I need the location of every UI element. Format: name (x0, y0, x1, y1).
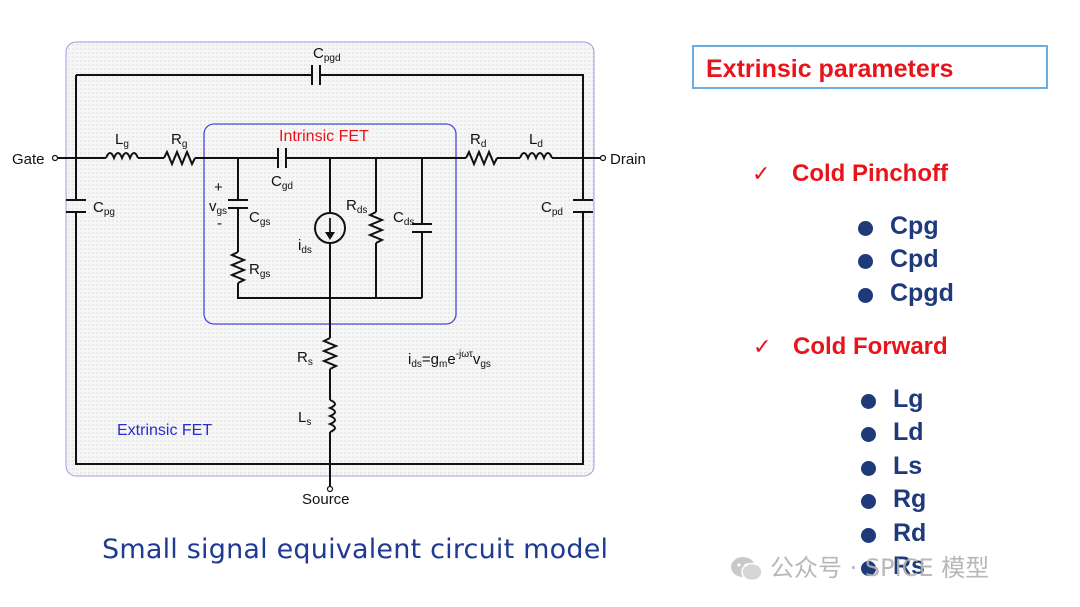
list-item: Ld (861, 418, 926, 451)
rs-label: Rs (297, 349, 313, 368)
rg-resistor (163, 149, 196, 167)
bullet-icon (861, 494, 876, 510)
cold-pinchoff-list: Cpg Cpd Cpgd (858, 212, 954, 312)
ls-inductor (327, 399, 336, 433)
source-terminal (326, 485, 334, 493)
checkmark-icon: ✓ (753, 335, 772, 360)
gate-label: Gate (12, 151, 45, 168)
bullet-icon (858, 221, 873, 236)
checkmark-icon: ✓ (752, 162, 771, 187)
ids-label: ids (298, 237, 312, 256)
outer-top-wire (75, 74, 584, 465)
rgs-label: Rgs (249, 261, 270, 280)
bullet-icon (861, 427, 876, 443)
list-item: Lg (861, 385, 926, 418)
extrinsic-fet-label: Extrinsic FET (117, 422, 212, 439)
list-item: Rs (861, 552, 926, 585)
bullet-icon (861, 460, 876, 476)
bullet-icon (861, 394, 876, 409)
list-item: Ls (861, 452, 926, 485)
section-label: Cold Pinchoff (792, 160, 948, 187)
watermark: 公众号 · SPICE 模型 (730, 548, 989, 583)
bullet-icon (861, 527, 876, 543)
rgs-resistor (229, 251, 247, 284)
vgs-minus: - (217, 215, 222, 232)
cgd-label: Cgd (271, 173, 293, 192)
vgs-plus: + (214, 179, 223, 196)
circuit-caption: Small signal equivalent circuit model (102, 534, 609, 565)
ids-equation: ids=gme-jωτvgs (408, 349, 491, 370)
lg-inductor (105, 152, 139, 161)
drain-label: Drain (610, 151, 646, 168)
watermark-text: 公众号 · SPICE 模型 (770, 554, 990, 582)
current-arrow-icon (325, 218, 335, 240)
cds-label: Cds (393, 209, 414, 228)
drain-terminal (599, 154, 607, 162)
cpg-label: Cpg (93, 199, 115, 218)
list-item: Cpd (858, 245, 954, 278)
ld-inductor (519, 152, 553, 161)
cold-forward-list: Lg Ld Ls Rg Rd Rs (861, 385, 926, 585)
rd-resistor (465, 149, 498, 167)
list-item: Rd (861, 519, 926, 552)
rd-label: Rd (470, 131, 486, 150)
wechat-icon (731, 557, 763, 582)
cpgd-label: Cpgd (313, 45, 341, 64)
panel-title: Extrinsic parameters (706, 55, 954, 83)
cgs-label: Cgs (249, 209, 270, 228)
rds-resistor (367, 211, 385, 244)
bullet-icon (858, 287, 873, 303)
bullet-icon (858, 254, 873, 270)
bullet-icon (861, 560, 876, 576)
rg-label: Rg (171, 131, 187, 150)
list-item: Cpg (858, 212, 954, 245)
panel-title-box: Extrinsic parameters (692, 45, 1048, 89)
circuit-diagram: Gate Drain Source Intrinsic FET Extrinsi… (12, 41, 646, 508)
rs-resistor (321, 337, 339, 370)
source-label: Source (302, 491, 350, 508)
vgs-label: vgs (209, 198, 227, 217)
section-cold-pinchoff: ✓ Cold Pinchoff (752, 160, 948, 188)
list-item: Cpgd (858, 279, 954, 312)
rds-label: Rds (346, 197, 367, 216)
ld-label: Ld (529, 131, 543, 150)
list-item: Rg (861, 485, 926, 518)
ls-label: Ls (298, 409, 311, 428)
lg-label: Lg (115, 131, 129, 150)
cpd-label: Cpd (541, 199, 563, 218)
section-label: Cold Forward (793, 333, 948, 360)
gate-terminal (51, 154, 59, 162)
intrinsic-fet-label: Intrinsic FET (279, 128, 369, 145)
section-cold-forward: ✓ Cold Forward (753, 333, 948, 361)
